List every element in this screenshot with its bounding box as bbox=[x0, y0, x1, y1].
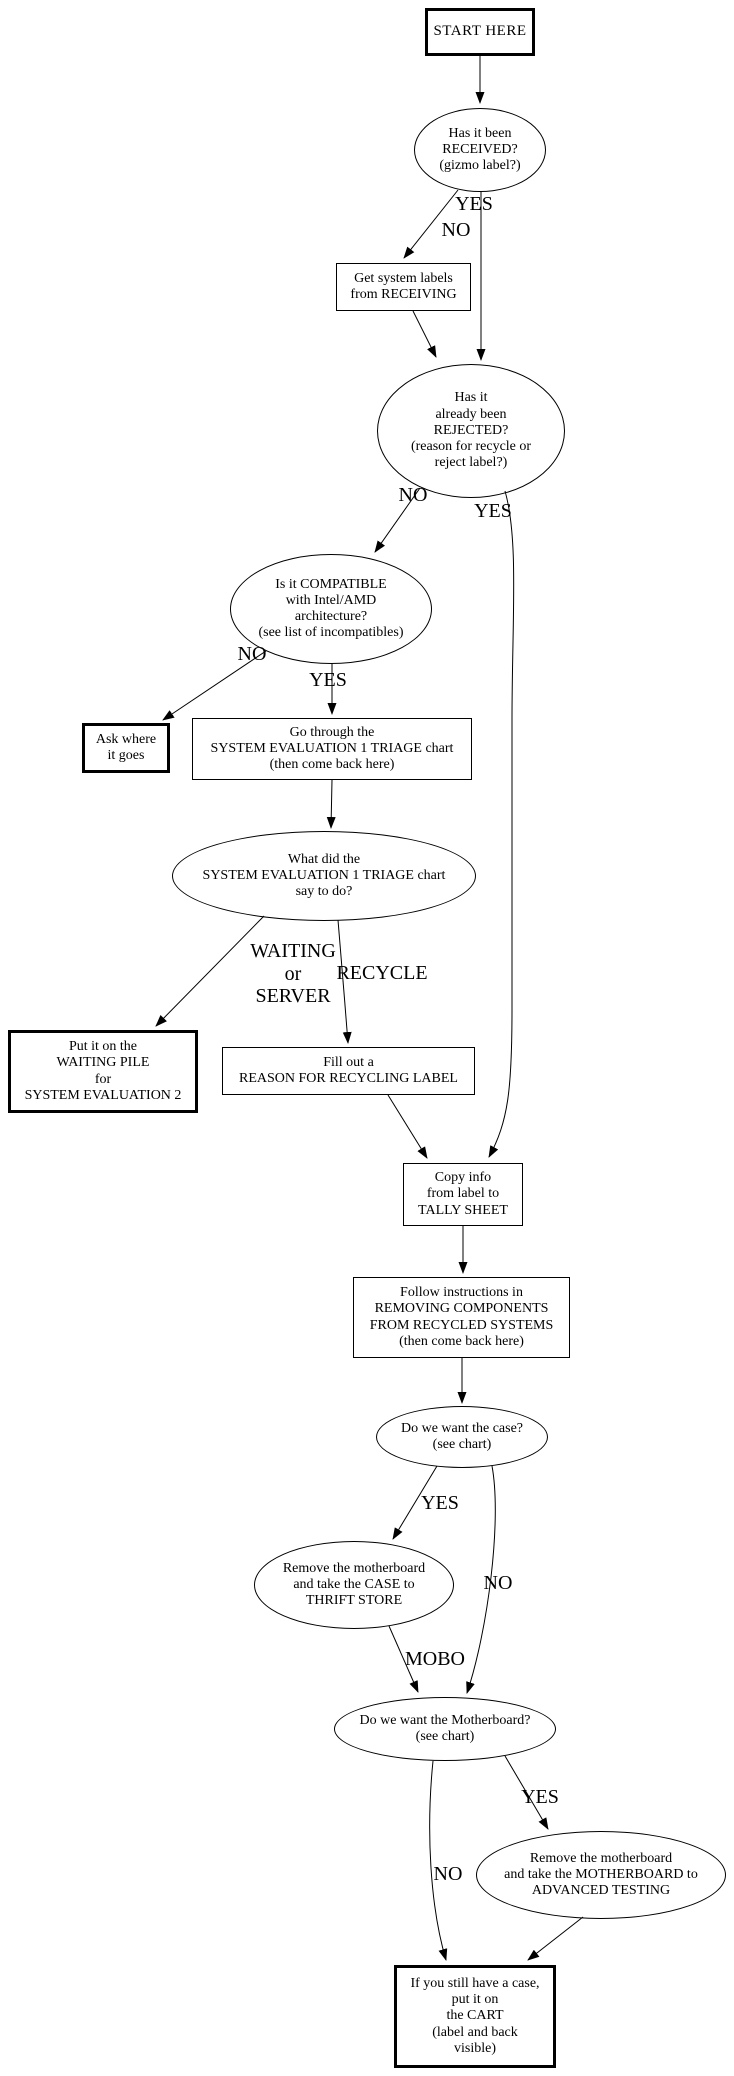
edge-label-rejected-no: NO bbox=[398, 483, 428, 506]
edge-received-no-to-getlabels bbox=[403, 189, 459, 259]
edge-fillout-to-copyinfo bbox=[387, 1094, 428, 1159]
edge-wantcase-yes-to-thrift bbox=[392, 1465, 438, 1540]
node-thrift-store-label: Remove the motherboard and take the CASE… bbox=[282, 1560, 426, 1609]
node-copy-info: Copy info from label to TALLY SHEET bbox=[403, 1163, 523, 1226]
edge-wantcase-no-to-wantmobo bbox=[466, 1465, 496, 1694]
node-cart: If you still have a case, put it on the … bbox=[394, 1965, 556, 2068]
node-copy-info-label: Copy info from label to TALLY SHEET bbox=[418, 1170, 508, 1218]
edge-label-compatible-no: NO bbox=[237, 642, 267, 665]
node-waiting-pile-label: Put it on the WAITING PILE for SYSTEM EV… bbox=[24, 1039, 182, 1103]
node-compatible: Is it COMPATIBLE with Intel/AMD architec… bbox=[230, 554, 432, 664]
node-start: START HERE bbox=[425, 8, 535, 56]
node-waiting-pile: Put it on the WAITING PILE for SYSTEM EV… bbox=[8, 1030, 198, 1113]
edge-label-rejected-yes: YES bbox=[474, 499, 512, 522]
node-ask-where: Ask where it goes bbox=[82, 723, 170, 773]
node-fill-out-label: Fill out a REASON FOR RECYCLING LABEL bbox=[222, 1047, 475, 1095]
node-want-case: Do we want the case? (see chart) bbox=[376, 1406, 548, 1468]
node-follow-instructions: Follow instructions in REMOVING COMPONEN… bbox=[353, 1277, 570, 1358]
edge-label-mobo-yes: YES bbox=[521, 1785, 559, 1808]
node-want-case-label: Do we want the case? (see chart) bbox=[400, 1420, 524, 1452]
node-rejected-label: Has it already been REJECTED? (reason fo… bbox=[410, 390, 532, 471]
edge-gothrough-to-whatdid bbox=[326, 779, 336, 829]
node-want-motherboard-label: Do we want the Motherboard? (see chart) bbox=[359, 1712, 531, 1744]
edge-rejected-no-to-compatible bbox=[374, 487, 421, 553]
edge-label-waiting-or-server: WAITING or SERVER bbox=[250, 940, 336, 1008]
edge-label-recycle: RECYCLE bbox=[336, 961, 428, 984]
node-thrift-store: Remove the motherboard and take the CASE… bbox=[254, 1541, 454, 1629]
edge-label-case-yes: YES bbox=[421, 1491, 459, 1514]
node-rejected: Has it already been REJECTED? (reason fo… bbox=[377, 364, 565, 498]
edge-label-compatible-yes: YES bbox=[309, 668, 347, 691]
edge-whatdid-to-waitingpile bbox=[155, 915, 265, 1027]
node-advanced-testing: Remove the motherboard and take the MOTH… bbox=[476, 1831, 726, 1919]
node-received-label: Has it been RECEIVED? (gizmo label?) bbox=[439, 125, 521, 174]
node-go-through-triage-label: Go through the SYSTEM EVALUATION 1 TRIAG… bbox=[210, 724, 454, 773]
node-advanced-testing-label: Remove the motherboard and take the MOTH… bbox=[504, 1850, 698, 1899]
node-what-did-triage-say-label: What did the SYSTEM EVALUATION 1 TRIAGE … bbox=[202, 851, 446, 900]
edge-label-case-no: NO bbox=[483, 1571, 513, 1594]
edge-wantmobo-no-to-cart bbox=[429, 1760, 448, 1961]
edge-compatible-no-to-ask bbox=[162, 650, 267, 721]
node-fill-out-label-label: Fill out a REASON FOR RECYCLING LABEL bbox=[239, 1054, 458, 1086]
node-what-did-triage-say: What did the SYSTEM EVALUATION 1 TRIAGE … bbox=[172, 831, 476, 921]
edge-label-received-yes: YES bbox=[455, 192, 493, 215]
edge-getlabels-to-rejected bbox=[412, 310, 437, 358]
edge-advanced-to-cart bbox=[527, 1916, 584, 1961]
node-get-labels-label: Get system labels from RECEIVING bbox=[350, 270, 457, 302]
edge-label-mobo-no: NO bbox=[433, 1862, 463, 1885]
node-compatible-label: Is it COMPATIBLE with Intel/AMD architec… bbox=[258, 576, 404, 641]
node-cart-label: If you still have a case, put it on the … bbox=[410, 1975, 540, 2056]
edge-wantmobo-yes-to-advanced bbox=[504, 1755, 549, 1830]
node-ask-where-label: Ask where it goes bbox=[95, 731, 157, 763]
node-go-through-triage: Go through the SYSTEM EVALUATION 1 TRIAG… bbox=[192, 718, 472, 780]
edge-whatdid-to-fillout bbox=[337, 919, 352, 1044]
node-start-label: START HERE bbox=[433, 23, 527, 40]
node-want-motherboard: Do we want the Motherboard? (see chart) bbox=[334, 1697, 556, 1761]
edge-label-received-no: NO bbox=[441, 218, 471, 241]
edge-thrift-mobo-to-wantmobo bbox=[388, 1625, 419, 1693]
node-get-labels: Get system labels from RECEIVING bbox=[336, 263, 471, 311]
edge-rejected-yes-to-copyinfo bbox=[488, 490, 515, 1158]
node-received: Has it been RECEIVED? (gizmo label?) bbox=[414, 108, 546, 192]
node-follow-instructions-label: Follow instructions in REMOVING COMPONEN… bbox=[369, 1285, 554, 1349]
edge-label-mobo: MOBO bbox=[404, 1647, 465, 1670]
